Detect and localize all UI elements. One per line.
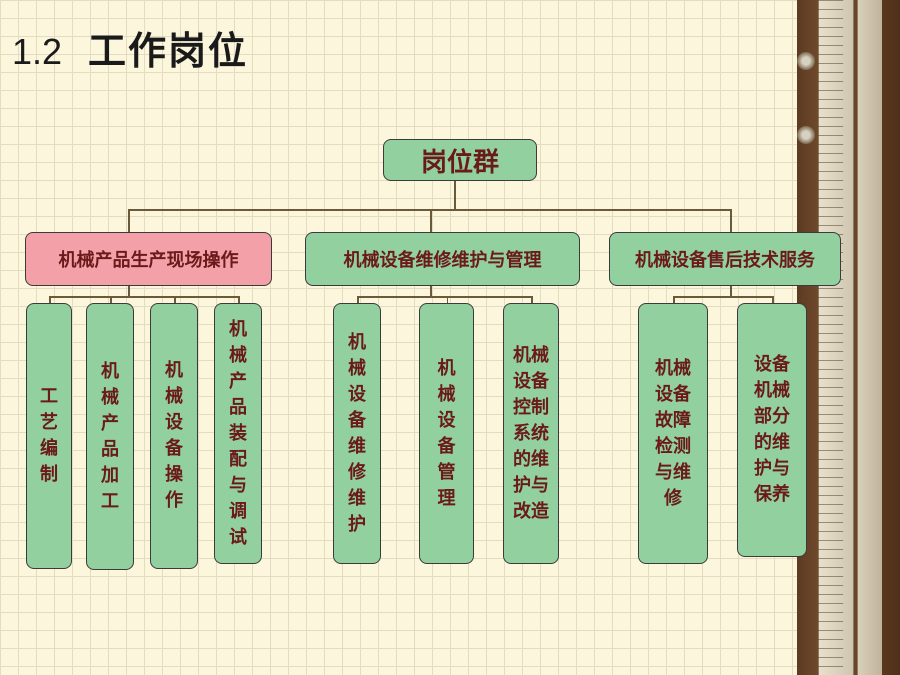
leaf-text-line: 理 [437, 487, 456, 509]
leaf-text-line: 试 [229, 526, 247, 548]
leaf-node: 机械设备操作 [150, 303, 198, 569]
connector-line [128, 286, 130, 297]
leaf-text-line: 机械 [513, 344, 549, 366]
leaf-node: 机械设备故障检测与维修 [638, 303, 708, 564]
title-text: 工作岗位 [88, 29, 249, 73]
leaf-text-line: 品 [101, 438, 119, 460]
leaf-text-line: 设备 [655, 383, 691, 405]
leaf-node: 机械设备管理 [419, 303, 474, 564]
leaf-text-line: 维 [348, 487, 366, 509]
leaf-node: 机械设备维修维护 [333, 303, 381, 564]
ruler-knob-icon [797, 52, 815, 70]
ruler-scale-secondary [857, 0, 882, 675]
leaf-text-line: 配 [229, 448, 247, 470]
leaf-text-line: 设 [165, 412, 183, 433]
leaf-text-line: 械 [165, 386, 183, 407]
leaf-text-line: 艺 [40, 412, 58, 433]
leaf-node: 机械产品加工 [86, 303, 134, 570]
leaf-text-line: 备 [437, 435, 456, 457]
leaf-text-line: 机 [229, 318, 247, 340]
connector-line [730, 209, 732, 233]
leaf-text-line: 备 [348, 409, 366, 431]
leaf-text-line: 调 [229, 500, 247, 522]
group-node: 机械设备维修维护与管理 [305, 232, 580, 286]
connector-line [110, 296, 112, 304]
leaf-text-line: 的维 [754, 432, 790, 453]
title-number: 1.2 [12, 31, 63, 72]
leaf-text-line: 加 [101, 464, 119, 486]
leaf-text-line: 械 [437, 383, 456, 405]
leaf-text-line: 修 [664, 487, 682, 509]
leaf-node: 机械产品装配与调试 [214, 303, 262, 564]
leaf-text-line: 作 [165, 490, 183, 511]
group-node: 机械产品生产现场操作 [25, 232, 272, 286]
leaf-text-line: 机 [348, 331, 366, 353]
connector-line [673, 296, 774, 298]
leaf-text-line: 系统 [513, 422, 549, 444]
leaf-text-line: 编 [40, 438, 58, 459]
leaf-text-line: 保养 [754, 484, 790, 505]
leaf-text-line: 品 [229, 396, 247, 418]
leaf-text-line: 产 [229, 370, 247, 392]
group-node: 机械设备售后技术服务 [609, 232, 841, 286]
slide-title: 1.2 工作岗位 [12, 20, 248, 73]
leaf-text-line: 检测 [655, 435, 691, 457]
leaf-text-line: 护与 [754, 458, 790, 479]
leaf-text-line: 护与 [513, 474, 549, 496]
ruler-knob-icon [797, 126, 815, 144]
connector-line [772, 296, 774, 304]
connector-line [357, 296, 359, 304]
connector-line [531, 296, 533, 304]
leaf-text-line: 设 [437, 409, 456, 431]
leaf-text-line: 机械 [754, 380, 790, 401]
leaf-text-line: 部分 [754, 406, 790, 427]
connector-line [357, 296, 533, 298]
leaf-text-line: 工 [40, 386, 58, 407]
leaf-text-line: 操 [165, 464, 183, 485]
connector-line [454, 181, 456, 210]
leaf-text-line: 械 [101, 386, 119, 408]
connector-line [238, 296, 240, 304]
leaf-text-line: 与维 [655, 461, 691, 483]
connector-line [128, 209, 731, 211]
root-node: 岗位群 [383, 139, 537, 181]
leaf-text-line: 机 [437, 357, 456, 379]
ruler-ticks [818, 0, 844, 675]
leaf-text-line: 机 [101, 360, 119, 382]
leaf-node: 设备机械部分的维护与保养 [737, 303, 807, 557]
leaf-text-line: 械 [348, 357, 366, 379]
leaf-text-line: 设备 [513, 370, 549, 392]
connector-line [673, 296, 675, 304]
connector-line [446, 296, 448, 304]
leaf-text-line: 械 [229, 344, 247, 366]
leaf-node: 工艺编制 [26, 303, 72, 569]
leaf-text-line: 设备 [754, 354, 790, 375]
connector-line [49, 296, 51, 304]
leaf-text-line: 备 [165, 438, 183, 459]
leaf-text-line: 产 [101, 412, 119, 434]
leaf-text-line: 与 [229, 474, 247, 496]
connector-line [430, 286, 432, 297]
leaf-text-line: 机 [165, 360, 183, 381]
connector-line [430, 209, 432, 233]
leaf-text-line: 改造 [513, 500, 549, 522]
leaf-text-line: 维 [348, 435, 366, 457]
connector-line [730, 286, 732, 297]
leaf-node: 机械设备控制系统的维护与改造 [503, 303, 559, 564]
leaf-text-line: 控制 [513, 396, 549, 418]
leaf-text-line: 机械 [655, 357, 691, 379]
connector-line [49, 296, 240, 298]
connector-line [128, 209, 130, 233]
leaf-text-line: 工 [101, 490, 119, 512]
leaf-text-line: 的维 [513, 448, 549, 470]
leaf-text-line: 故障 [655, 409, 691, 431]
leaf-text-line: 修 [348, 461, 366, 483]
leaf-text-line: 护 [348, 513, 366, 535]
leaf-text-line: 管 [437, 461, 456, 483]
leaf-text-line: 装 [229, 422, 247, 444]
leaf-text-line: 设 [348, 383, 366, 405]
connector-line [174, 296, 176, 304]
leaf-text-line: 制 [40, 464, 58, 485]
